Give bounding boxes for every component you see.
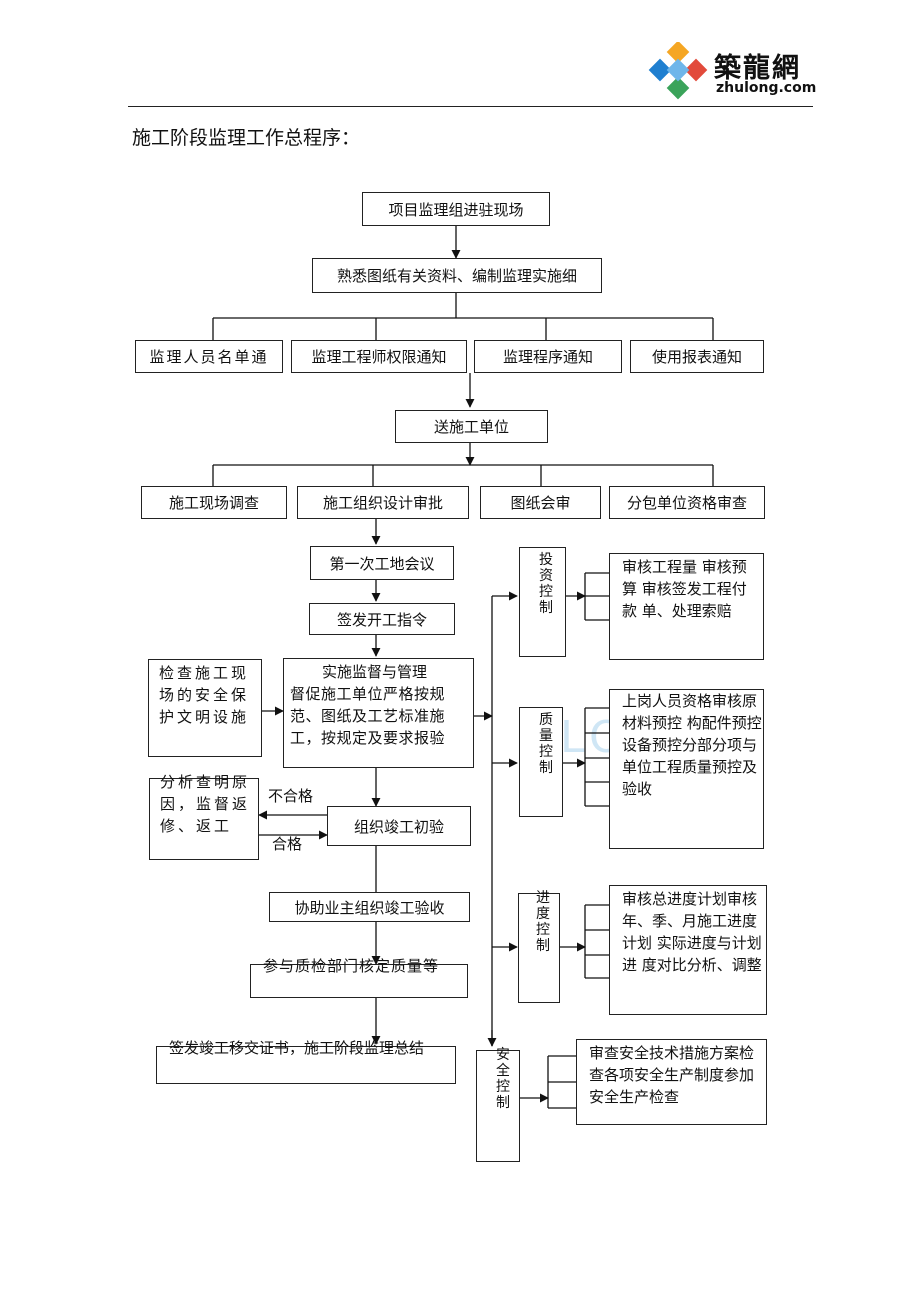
notice-staff-list-label: 监理人员名单通	[149, 348, 269, 366]
send-contractor: 送施工单位	[395, 410, 548, 443]
page-title: 施工阶段监理工作总程序：	[132, 127, 361, 149]
control-investment-detail-text: 审核工程量 审核预算 审核签发工程付款 单、处理索赔	[622, 558, 747, 620]
analyze-rework-text: 分析查明原因，监督返修、返工	[160, 773, 251, 835]
first-site-meeting-label: 第一次工地会议	[329, 554, 435, 573]
start-order-label: 签发开工指令	[336, 610, 427, 629]
control-schedule-detail: 审核总进度计划审核年、季、月施工进度计划 实际进度与计划进 度对比分析、调整	[609, 885, 767, 1015]
check-site-survey: 施工现场调查	[141, 486, 287, 519]
notice-procedure: 监理程序通知	[474, 340, 622, 373]
step-enter-site-label: 项目监理组进驻现场	[388, 200, 524, 219]
step-prepare-details: 熟悉图纸有关资料、编制监理实施细	[312, 258, 602, 293]
check-drawing-review: 图纸会审	[480, 486, 601, 519]
notice-procedure-label: 监理程序通知	[502, 348, 593, 366]
logo: 築龍網 zhulong.com	[648, 40, 818, 102]
supervise-manage-body: 督促施工单位严格按规范、图纸及工艺标准施工，按规定及要求报验	[290, 685, 446, 747]
notice-authority: 监理工程师权限通知	[291, 340, 467, 373]
check-subcontractor: 分包单位资格审查	[609, 486, 765, 519]
check-design-approval: 施工组织设计审批	[297, 486, 469, 519]
control-safety-detail: 审查安全技术措施方案检查各项安全生产制度参加安全生产检查	[576, 1039, 767, 1125]
control-schedule: 进度控制	[518, 890, 560, 1003]
control-schedule-label: 进度控制	[536, 890, 550, 954]
supervise-manage-title: 实施监督与管理	[322, 663, 428, 681]
control-quality-detail-text: 上岗人员资格审核原材料预控 构配件预控 设备预控分部分项与单位工程质量预控及验收	[622, 692, 762, 798]
control-safety-detail-text: 审查安全技术措施方案检查各项安全生产制度参加安全生产检查	[589, 1044, 755, 1106]
step-enter-site: 项目监理组进驻现场	[362, 192, 550, 226]
quality-grading-label: 参与质检部门核定质量等	[263, 957, 440, 975]
control-investment: 投资控制	[519, 547, 566, 657]
step-prepare-details-label: 熟悉图纸有关资料、编制监理实施细	[336, 267, 577, 285]
supervise-manage: 实施监督与管理 督促施工单位严格按规范、图纸及工艺标准施工，按规定及要求报验	[283, 658, 474, 768]
fail-label: 不合格	[268, 787, 314, 805]
check-design-approval-label: 施工组织设计审批	[322, 494, 443, 512]
assist-owner-acceptance: 协助业主组织竣工验收	[269, 892, 470, 922]
analyze-rework: 分析查明原因，监督返修、返工	[149, 773, 259, 860]
notice-authority-label: 监理工程师权限通知	[311, 348, 447, 366]
control-quality-detail: 上岗人员资格审核原材料预控 构配件预控 设备预控分部分项与单位工程质量预控及验收	[609, 689, 764, 849]
notice-staff-list: 监理人员名单通	[135, 340, 283, 373]
handover-certificate-label: 签发竣工移交证书，施工阶段监理总结	[169, 1039, 425, 1057]
logo-mark-icon	[648, 42, 708, 100]
pre-acceptance: 组织竣工初验	[327, 806, 471, 846]
control-investment-detail: 审核工程量 审核预算 审核签发工程付款 单、处理索赔	[609, 553, 764, 660]
control-schedule-detail-text: 审核总进度计划审核年、季、月施工进度计划 实际进度与计划进 度对比分析、调整	[622, 890, 762, 974]
safety-facility-check-text: 检查施工现场的安全保护文明设施	[159, 664, 250, 726]
pass-label: 合格	[272, 835, 303, 853]
quality-grading: 参与质检部门核定质量等	[250, 957, 468, 998]
control-quality-label: 质量控制	[539, 712, 553, 776]
start-order: 签发开工指令	[309, 603, 455, 635]
header-rule	[128, 106, 813, 107]
check-drawing-review-label: 图纸会审	[510, 494, 571, 512]
control-investment-label: 投资控制	[539, 552, 553, 616]
safety-facility-check: 检查施工现场的安全保护文明设施	[148, 659, 262, 757]
notice-forms: 使用报表通知	[630, 340, 764, 373]
handover-certificate: 签发竣工移交证书，施工阶段监理总结	[156, 1039, 456, 1084]
notice-forms-label: 使用报表通知	[651, 348, 742, 366]
control-safety: 安全控制	[476, 1047, 520, 1162]
logo-domain: zhulong.com	[716, 80, 817, 96]
check-subcontractor-label: 分包单位资格审查	[626, 494, 747, 512]
pre-acceptance-label: 组织竣工初验	[353, 817, 444, 836]
assist-owner-acceptance-label: 协助业主组织竣工验收	[294, 898, 445, 917]
send-contractor-label: 送施工单位	[433, 418, 509, 436]
control-quality: 质量控制	[519, 707, 563, 817]
control-safety-label: 安全控制	[496, 1047, 510, 1111]
first-site-meeting: 第一次工地会议	[310, 546, 454, 580]
logo-chinese: 築龍網	[714, 53, 801, 84]
check-site-survey-label: 施工现场调查	[168, 494, 259, 512]
